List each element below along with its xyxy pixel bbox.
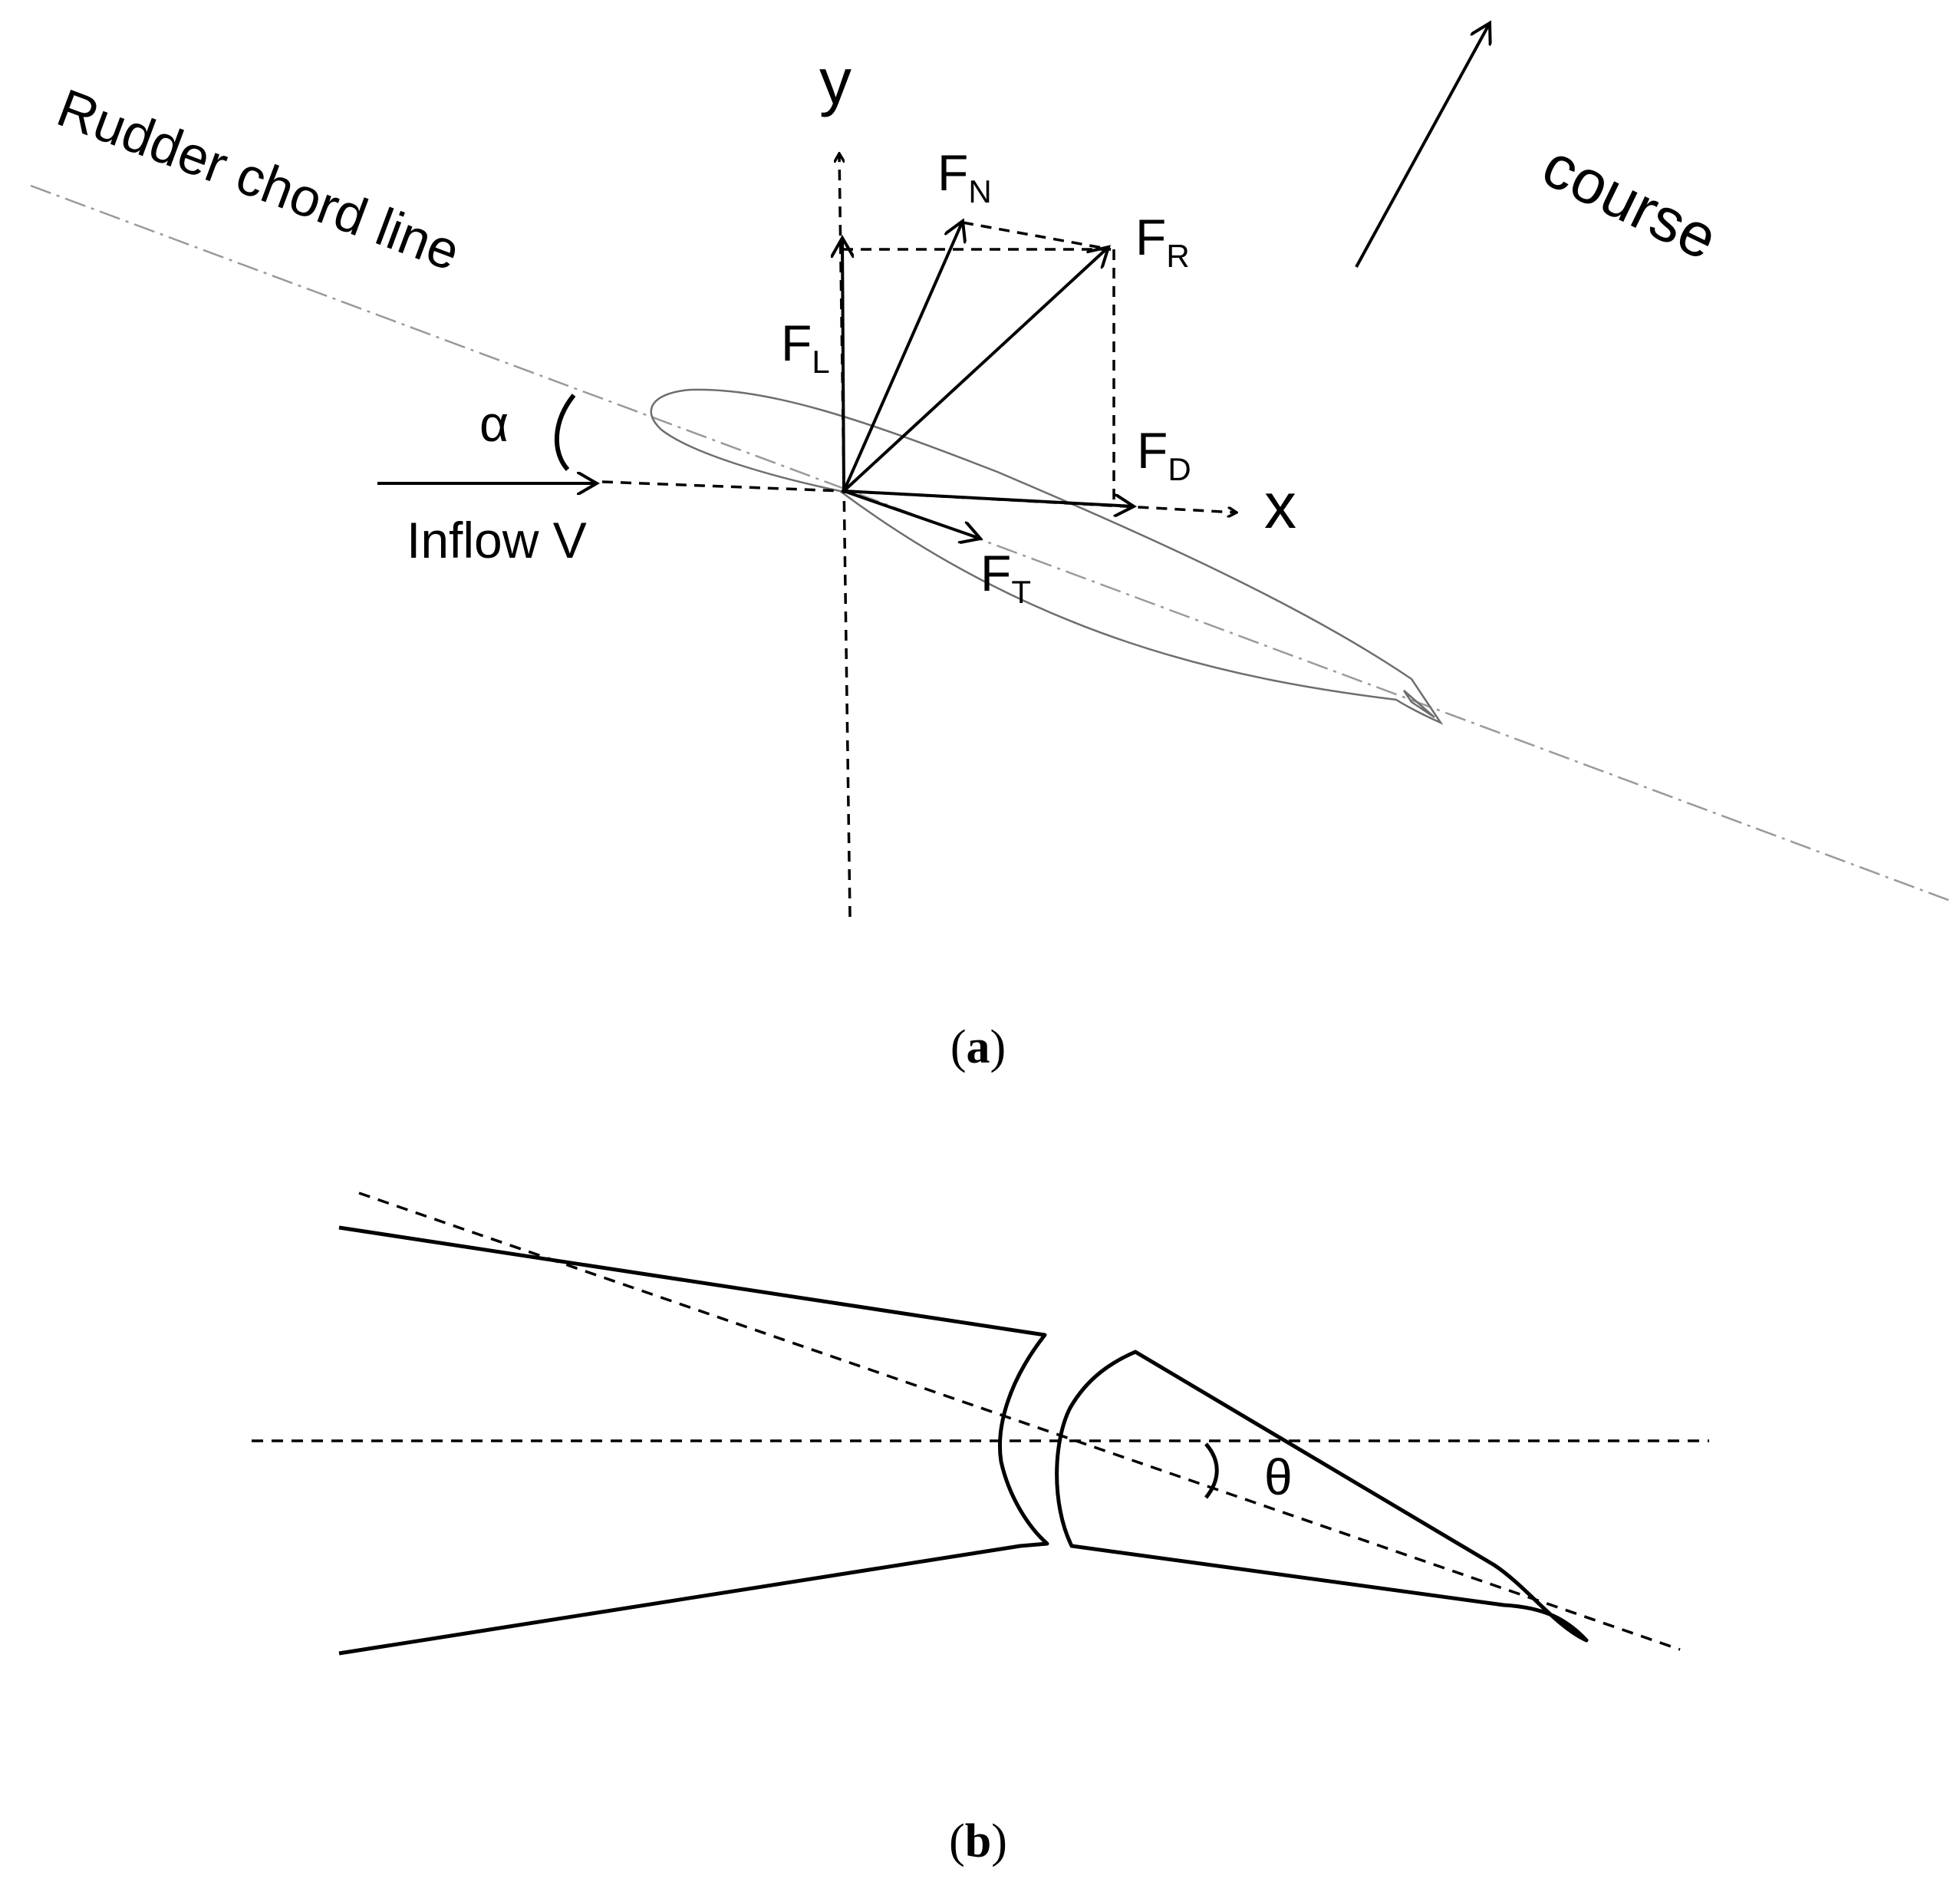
alpha-label: α — [479, 395, 509, 452]
fd-vector — [843, 489, 1134, 506]
chord-line — [30, 184, 1953, 903]
fl-label: FL — [781, 315, 830, 380]
chord-line-label: Rudder chord line — [50, 77, 468, 282]
fn-fr-connector — [962, 221, 1112, 251]
caption-a-close: ) — [990, 1021, 1006, 1073]
inclined-chord-line — [358, 1191, 1681, 1651]
theta-arc — [1204, 1442, 1219, 1499]
main-rudder-body — [338, 1225, 1049, 1656]
ft-subscript: T — [1011, 574, 1031, 610]
caption-b: (b) — [949, 1815, 1007, 1867]
caption-b-close: ) — [991, 1815, 1007, 1867]
fl-base: F — [781, 315, 812, 371]
course-label: course — [1533, 130, 1728, 272]
fn-label: FN — [937, 144, 992, 209]
fl-subscript: L — [812, 344, 829, 380]
fn-vector — [842, 221, 963, 492]
fn-subscript: N — [968, 173, 991, 209]
theta-label: θ — [1264, 1449, 1293, 1505]
course-arrow — [1355, 23, 1490, 268]
ft-vector — [843, 489, 980, 539]
rudder-foil-outline — [650, 388, 1444, 725]
inflow-extension — [601, 480, 845, 493]
fr-label: FR — [1135, 209, 1190, 274]
fn-base: F — [937, 144, 968, 201]
panel-b: θ (b) — [252, 1191, 1709, 1867]
y-axis — [839, 153, 852, 918]
fr-subscript: R — [1166, 238, 1189, 274]
caption-a-open: ( — [950, 1021, 967, 1073]
panel-a: Rudder chord line course y x Inflow V α — [30, 23, 1953, 1073]
fd-subscript: D — [1168, 451, 1191, 487]
fl-vector — [842, 238, 844, 492]
rudder-flap — [1055, 1350, 1589, 1643]
caption-b-letter: b — [965, 1815, 991, 1867]
caption-a: (a) — [950, 1021, 1006, 1073]
ft-label: FT — [980, 545, 1031, 610]
fr-vector — [842, 247, 1108, 493]
x-axis-label: x — [1264, 470, 1296, 542]
caption-b-open: ( — [949, 1815, 965, 1867]
alpha-arc — [554, 394, 576, 472]
ft-base: F — [980, 545, 1011, 602]
caption-a-letter: a — [967, 1021, 990, 1073]
fd-label: FD — [1137, 422, 1191, 487]
fd-base: F — [1137, 422, 1168, 479]
y-axis-label: y — [819, 45, 852, 117]
fr-base: F — [1135, 209, 1166, 265]
foil-tail-tip — [1402, 690, 1435, 719]
inflow-label: Inflow V — [407, 512, 587, 569]
